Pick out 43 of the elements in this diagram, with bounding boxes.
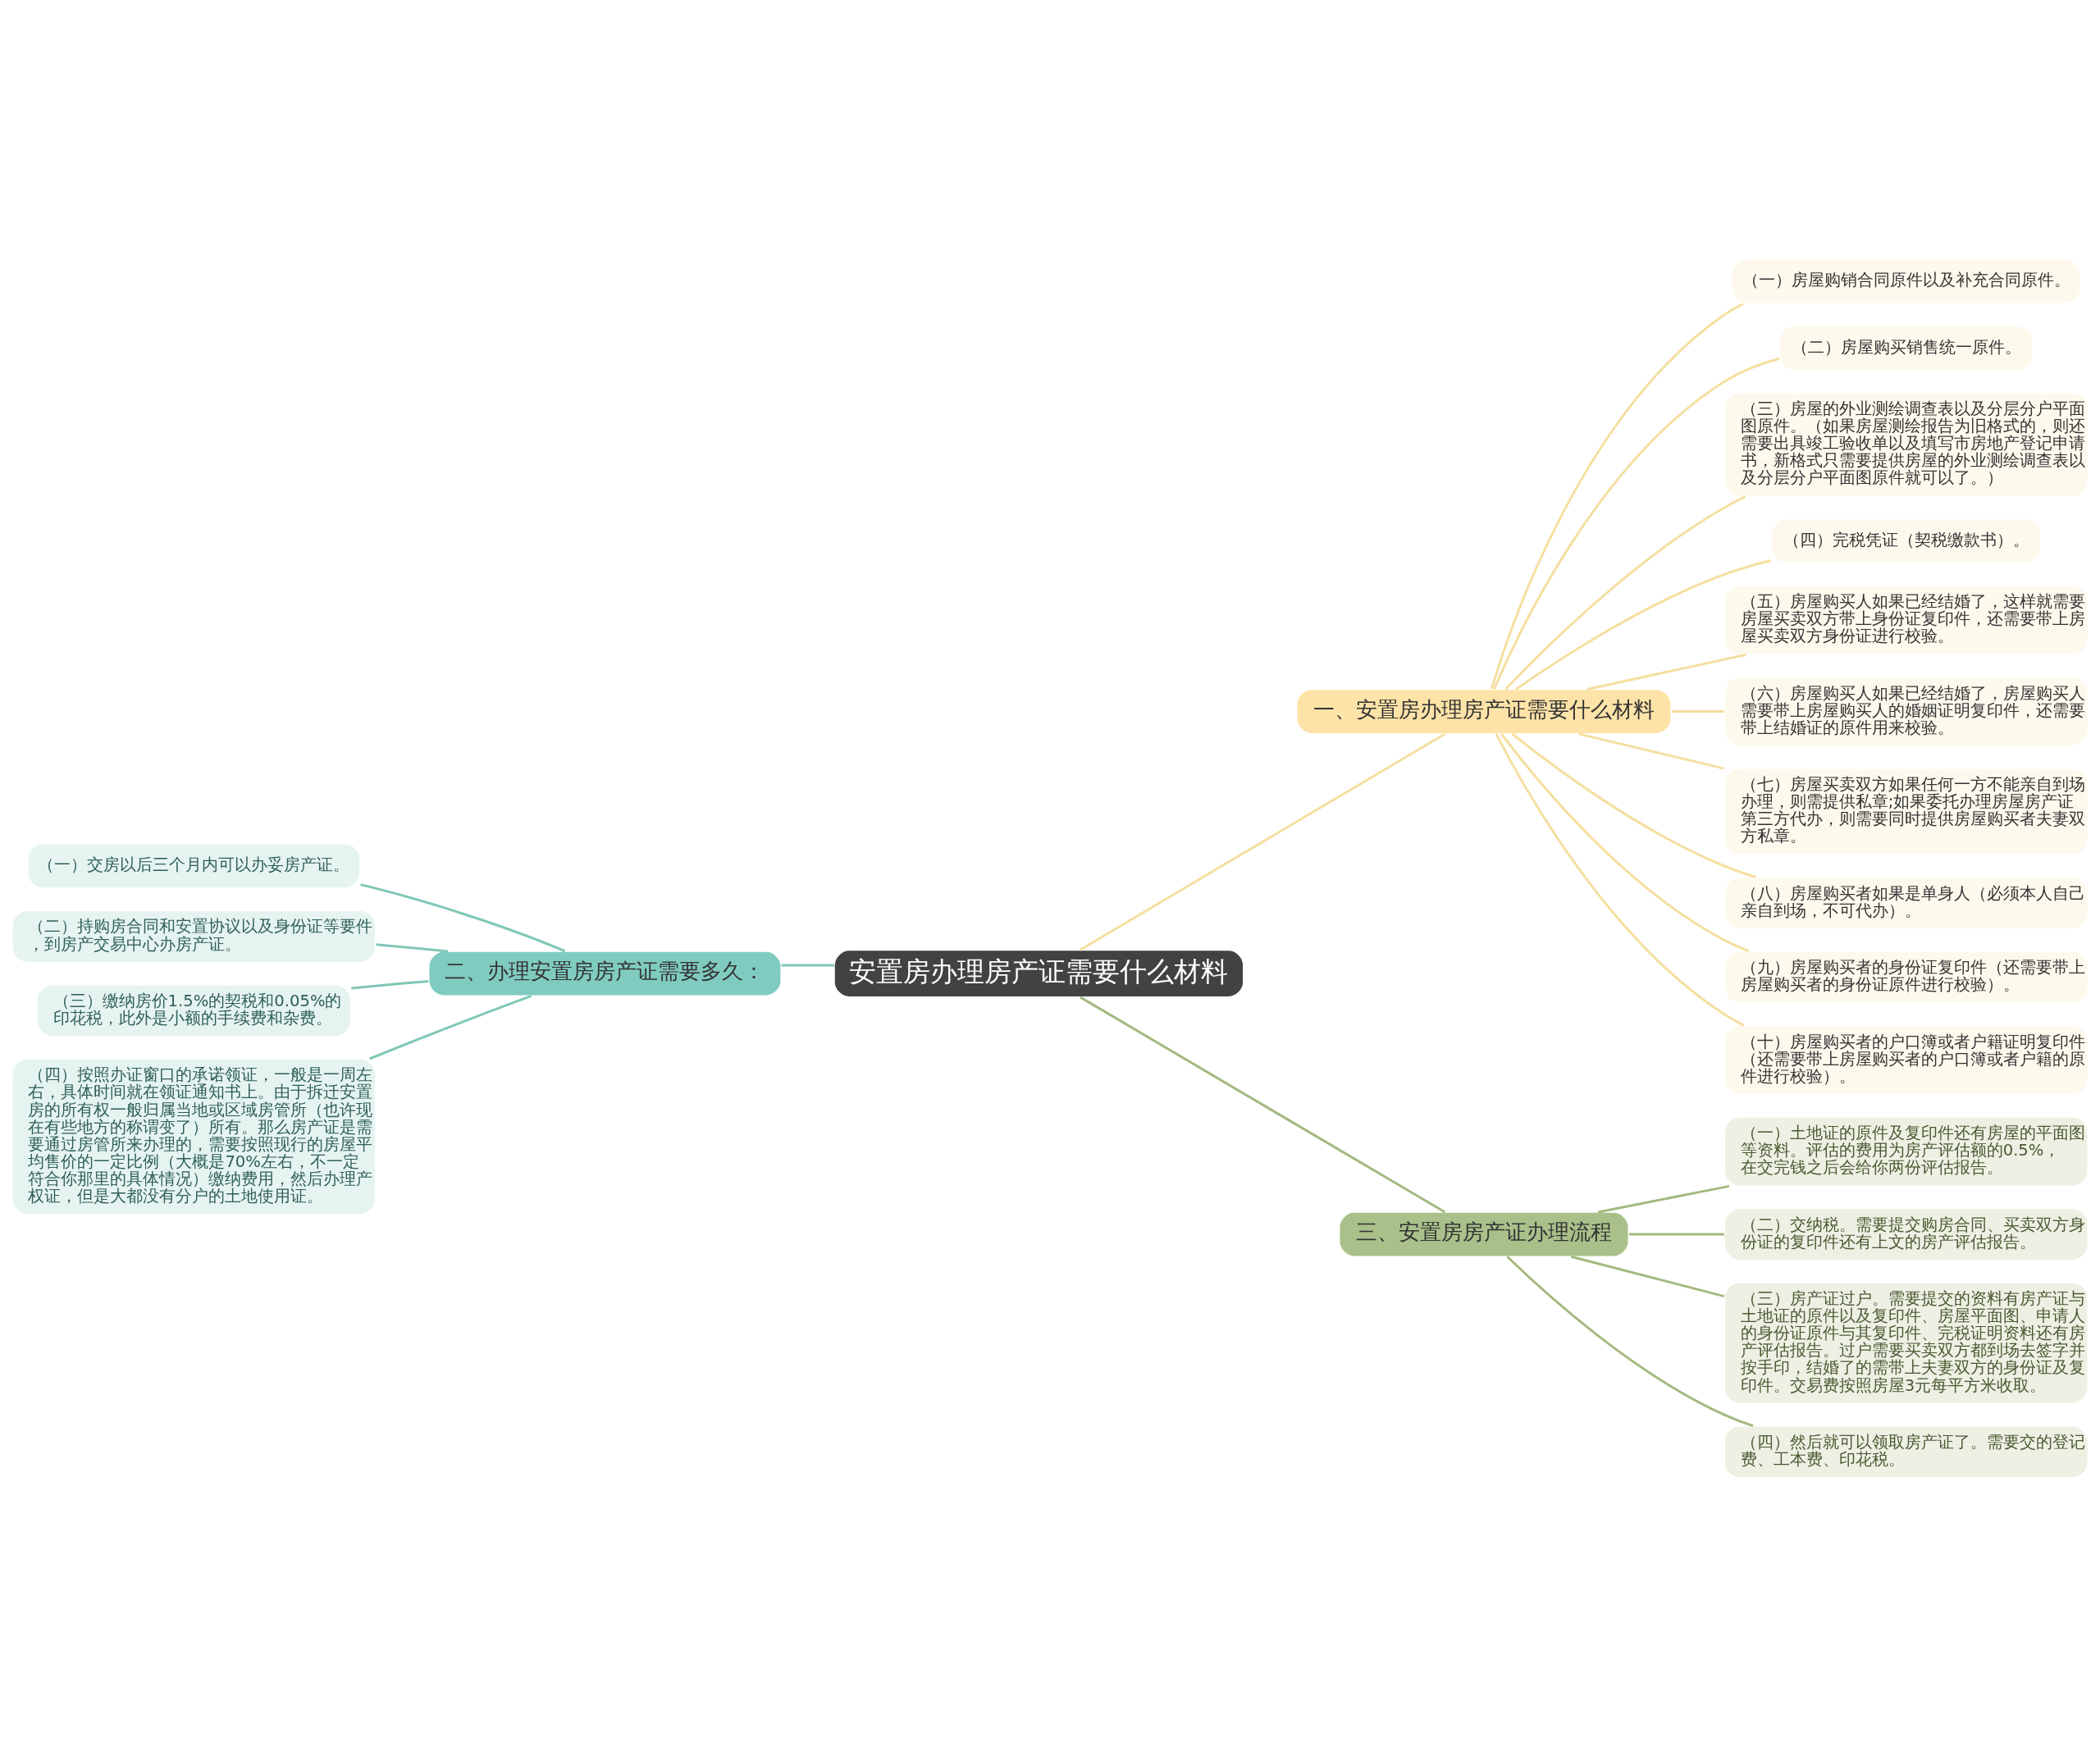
connector bbox=[1080, 996, 1446, 1214]
connector bbox=[781, 964, 834, 967]
connector bbox=[1578, 732, 1725, 770]
node-box: （四）然后就可以领取房产证了。需要交的登记费、工本费、印花税。 bbox=[1723, 1425, 2089, 1479]
node-box: （一）房屋购销合同原件以及补充合同原件。 bbox=[1731, 258, 2081, 305]
connector bbox=[1495, 733, 1745, 1027]
connector bbox=[1490, 303, 1744, 690]
connector bbox=[376, 943, 449, 953]
node-box: 一、安置房办理房产证需要什么材料 bbox=[1295, 688, 1673, 735]
node-box: （二）持购房合同和安置协议以及身份证等要件，到房产交易中心办房产证。 bbox=[11, 910, 377, 964]
connector bbox=[1504, 495, 1746, 691]
connector bbox=[1586, 653, 1746, 691]
connector bbox=[1671, 710, 1724, 713]
node-box: 安置房办理房产证需要什么材料 bbox=[833, 949, 1244, 998]
node-box: （四）完税凭证（契税缴款书）。 bbox=[1770, 517, 2042, 564]
node-box: （三）房产证过户。需要提交的资料有房产证与土地证的原件以及复印件、房屋平面图、申请人的身份证原件与其复印件、完税证明资料还有房产评估报告。过户需要买卖双方都到场去签字并按手印，结婚了的需带上夫妻双方的身份证及复印件。交易费按照房屋3元每平方米收取。 bbox=[1723, 1282, 2089, 1405]
node-box: （三）缴纳房价1.5%的契税和0.05%的印花税，此外是小额的手续费和杂费。 bbox=[36, 983, 352, 1037]
connector bbox=[1570, 1255, 1725, 1298]
node-box: （一）交房以后三个月内可以办妥房产证。 bbox=[26, 843, 361, 889]
connector bbox=[1506, 1256, 1754, 1428]
node-box: （一）土地证的原件及复印件还有房屋的平面图等资料。评估的费用为房产评估额的0.5%，在交完钱之后会给你两份评估报告。 bbox=[1723, 1116, 2089, 1188]
node-box: （四）按照办证窗口的承诺领证，一般是一周左右，具体时间就在领证通知书上。由于拆迁安置房的所有权一般归属当地或区域房管所（也许现在有些地方的称谓变了）所有。那么房产证是需要通过房管所来办理的，需要按照现行的房屋平均售价的一定比例（大概是70%左右，不一定符合你那里的具体情况）缴纳费用，然后办理产权证，但是大都没有分户的土地使用证。 bbox=[11, 1058, 377, 1215]
connector bbox=[351, 979, 429, 990]
connector bbox=[1628, 1233, 1724, 1236]
node-box: （二）房屋购买销售统一原件。 bbox=[1778, 325, 2034, 372]
connector bbox=[1493, 357, 1780, 690]
node-box: 三、安置房房产证办理流程 bbox=[1338, 1211, 1630, 1257]
node-box: （八）房屋购买者如果是单身人（必须本人自己亲自到场，不可代办）。 bbox=[1723, 876, 2089, 930]
node-box: 二、办理安置房房产证需要多久： bbox=[427, 951, 782, 996]
node-box: （五）房屋购买人如果已经结婚了，这样就需要房屋买卖双方带上身份证复印件，还需要带上房屋买卖双方身份证进行校验。 bbox=[1723, 585, 2089, 656]
node-box: （六）房屋购买人如果已经结婚了，房屋购买人需要带上房屋购买人的婚姻证明复印件，还需要带上结婚证的原件用来校验。 bbox=[1723, 676, 2089, 747]
connector bbox=[1079, 732, 1446, 951]
connector bbox=[1500, 733, 1750, 953]
node-box: （七）房屋买卖双方如果任何一方不能亲自到场办理，则需提供私章;如果委托办理房屋房产证第三方代办，则需要同时提供房屋购买者夫妻双方私章。 bbox=[1723, 768, 2089, 856]
node-box: （二）交纳税。需要提交购房合同、买卖双方身份证的复印件还有上文的房产评估报告。 bbox=[1723, 1207, 2089, 1261]
node-box: （三）房屋的外业测绘调查表以及分层分户平面图原件。（如果房屋测绘报告为旧格式的，则还需要出具竣工验收单以及填写市房地产登记申请书，新格式只需要提供房屋的外业测绘调查表以及分层分户平面图原件就可以了。） bbox=[1723, 392, 2089, 498]
connector bbox=[360, 883, 566, 953]
connector bbox=[1515, 558, 1772, 691]
node-box: （十）房屋购买者的户口簿或者户籍证明复印件（还需要带上房屋购买者的户口簿或者户籍的原件进行校验）。 bbox=[1723, 1024, 2089, 1096]
connector bbox=[1511, 732, 1756, 878]
node-box: （九）房屋购买者的身份证复印件（还需要带上房屋购买者的身份证原件进行校验）。 bbox=[1723, 951, 2089, 1005]
connector bbox=[1597, 1184, 1730, 1214]
connector bbox=[369, 994, 532, 1060]
